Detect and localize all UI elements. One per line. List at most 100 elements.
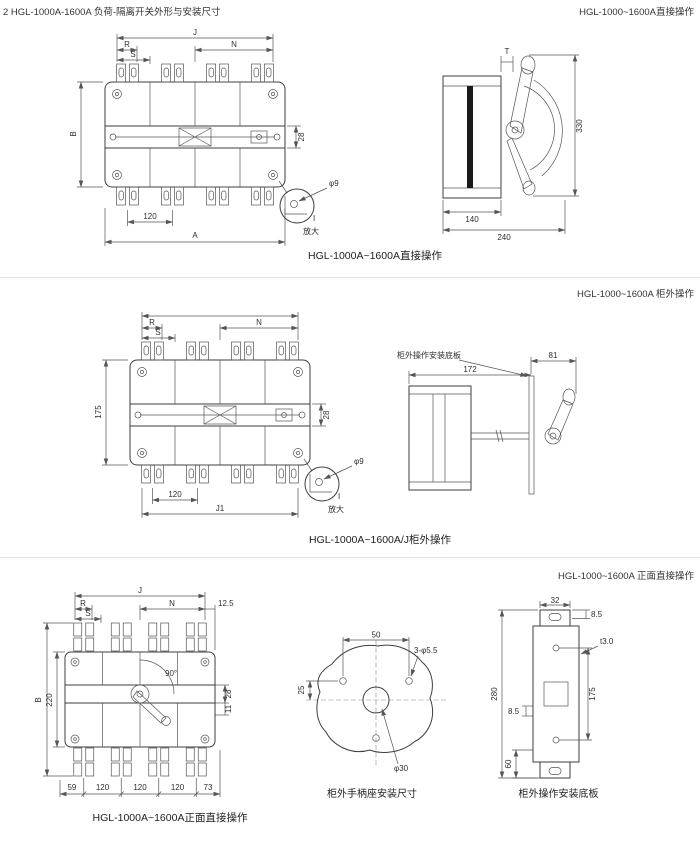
s3-handle-centerlines: [306, 640, 448, 766]
center-hole-phi30: [362, 686, 390, 714]
s3-handle-labels: 50 25 3-φ5.5 φ30: [297, 631, 438, 774]
dim-label-59: 59: [67, 783, 76, 792]
s3-handle-caption: 柜外手柄座安装尺寸: [327, 789, 417, 800]
s2-side-shaft-plate-handle: [471, 375, 576, 495]
s3-handle-seat-outline: [316, 644, 434, 753]
s3-plate-dimension-lines: [499, 602, 599, 779]
s3-front-view: J R N S 12.5 B 220 28 11 90° 59 120 120 …: [34, 586, 234, 797]
s3-plate-caption: 柜外操作安装底板: [518, 789, 599, 800]
s1-front-view: J N R S B A 120 28 φ9 I 放大: [69, 28, 339, 246]
dim-label-11: 11: [224, 704, 233, 713]
dim-label-330: 330: [575, 119, 584, 133]
dim-label-8-5-top: 8.5: [591, 610, 603, 619]
s2-side-body: [408, 385, 472, 491]
dim-label-T: T: [505, 47, 510, 56]
dim-label-120c: 120: [171, 783, 185, 792]
s3-base-plate-view: 280 32 8.5 t3.0 175 8.5 60: [490, 596, 614, 779]
dim-label-S: S: [130, 50, 135, 59]
s2-header: HGL-1000~1600A 柜外操作: [577, 289, 694, 300]
dim-label-120b: 120: [133, 783, 147, 792]
s1-front-labels: J N R S B A 120 28 φ9 I 放大: [69, 28, 339, 240]
s1-front-dimension-lines: [78, 35, 328, 245]
dim-label-28: 28: [297, 132, 306, 141]
detail-magnify-label: 放大: [303, 226, 319, 236]
dim-label-32: 32: [551, 596, 560, 605]
dim-label-60: 60: [504, 759, 513, 768]
s2-front-detail-circle: [304, 466, 340, 502]
s1-side-body: [442, 75, 502, 199]
s2-front-dimension-lines: [103, 313, 353, 517]
s3-plate-extension-lines: [498, 601, 592, 779]
s1-side-dimension-lines: [442, 54, 578, 233]
dim-label-phi9: φ9: [329, 179, 339, 188]
s3-front-dimension-lines: [44, 593, 228, 797]
dim-label-120: 120: [168, 490, 182, 499]
dim-label-73: 73: [204, 783, 213, 792]
dim-label-R: R: [149, 318, 155, 327]
s3-caption: HGL-1000A~1600A正面直接操作: [92, 812, 248, 824]
dim-label-12-5: 12.5: [218, 599, 234, 608]
dim-label-172: 172: [463, 365, 477, 374]
dim-label-N: N: [256, 318, 262, 327]
s3-handle-dimension-lines: [307, 637, 419, 765]
dim-label-90deg: 90°: [165, 669, 177, 678]
dim-label-3-phi5-5: 3-φ5.5: [414, 646, 438, 655]
detail-mark-label: I: [338, 492, 340, 501]
s1-side-view: T 330 140 240: [442, 47, 584, 242]
dim-label-120: 120: [143, 212, 157, 221]
dim-label-J: J: [138, 586, 142, 595]
dim-label-phi30: φ30: [394, 764, 409, 773]
s1-side-extension-lines: [442, 54, 579, 234]
dim-label-t3-0: t3.0: [600, 637, 614, 646]
s3-header: HGL-1000~1600A 正面直接操作: [558, 571, 694, 582]
dim-label-B: B: [34, 697, 43, 702]
s2-side-view: 柜外操作安装底板 81 172: [397, 350, 577, 495]
s3-handle-seat-view: 50 25 3-φ5.5 φ30: [297, 631, 448, 774]
s2-front-details: [134, 341, 306, 484]
s3-front-details: [70, 622, 210, 777]
dim-label-175: 175: [94, 405, 103, 419]
s2-side-extension-lines: [408, 357, 577, 394]
detail-magnify-label: 放大: [328, 504, 344, 514]
dim-label-28: 28: [224, 689, 233, 698]
dim-label-J: J: [193, 28, 197, 37]
s1-side-labels: T 330 140 240: [465, 47, 584, 242]
dim-label-8-5-mid: 8.5: [508, 707, 520, 716]
page-title: 2 HGL-1000A-1600A 负荷-隔离开关外形与安装尺寸: [3, 7, 221, 18]
s3-handle-mount-holes: [339, 677, 413, 742]
s2-side-dimension-lines: [408, 358, 577, 378]
s1-caption: HGL-1000A~1600A直接操作: [308, 250, 442, 262]
dim-label-S: S: [155, 328, 160, 337]
dim-label-B: B: [69, 131, 78, 136]
dim-label-N: N: [231, 40, 237, 49]
detail-mark-label: I: [313, 214, 315, 223]
s3-plate-labels: 280 32 8.5 t3.0 175 8.5 60: [490, 596, 614, 768]
dim-label-phi9: φ9: [354, 457, 364, 466]
dim-label-175: 175: [588, 687, 597, 701]
dim-label-R: R: [80, 599, 86, 608]
s2-front-labels: N R S 175 120 J1 28 φ9 I 放大: [94, 318, 364, 514]
dim-label-N: N: [169, 599, 175, 608]
s2-side-labels: 柜外操作安装底板 81 172: [397, 350, 558, 374]
divider-2: [0, 557, 700, 558]
s2-front-view: N R S 175 120 J1 28 φ9 I 放大: [94, 312, 364, 518]
dim-label-25: 25: [297, 685, 306, 694]
plate-label: 柜外操作安装底板: [397, 350, 461, 360]
s3-plate-shape: [532, 609, 580, 779]
dim-label-R: R: [124, 40, 130, 49]
dim-label-280: 280: [490, 687, 499, 701]
divider-1: [0, 277, 700, 278]
s1-front-details: [109, 63, 281, 206]
s1-header: HGL-1000~1600A直接操作: [579, 7, 694, 18]
s3-handle-extension-lines: [306, 637, 410, 682]
dim-label-81: 81: [549, 351, 558, 360]
dim-label-240: 240: [497, 233, 511, 242]
dim-label-28: 28: [322, 410, 331, 419]
dim-label-J1: J1: [216, 504, 225, 513]
dim-label-50: 50: [372, 631, 381, 640]
dim-label-A: A: [192, 231, 198, 240]
dim-label-140: 140: [465, 215, 479, 224]
dim-label-S: S: [85, 609, 90, 618]
s1-front-detail-circle: [279, 188, 315, 224]
